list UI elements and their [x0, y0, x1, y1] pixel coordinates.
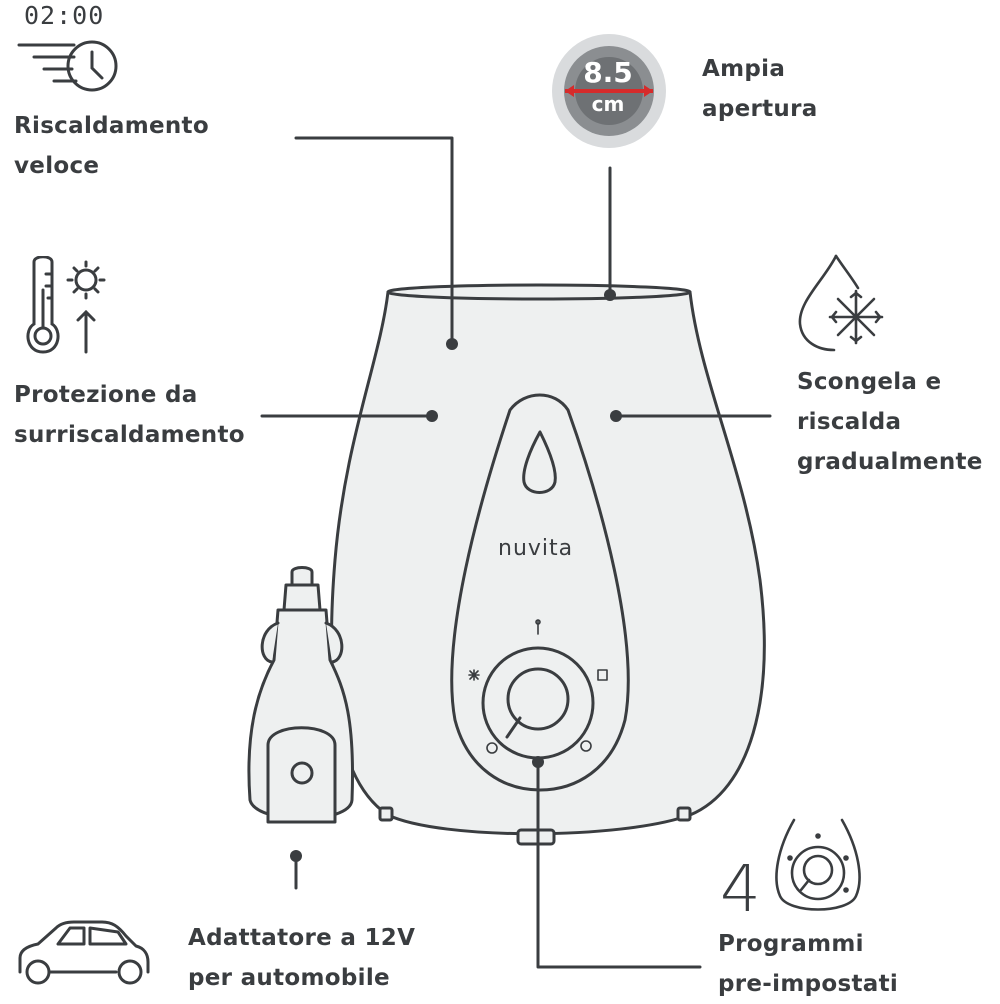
brand-logo: nuvita	[498, 536, 574, 561]
dial-pointer	[505, 716, 522, 739]
car-adapter-plug	[247, 566, 354, 824]
program-dial	[506, 667, 570, 731]
clock-display: 02:00	[24, 1, 105, 30]
opening-measure-unit: cm	[591, 92, 625, 116]
label-defrost: Scongela e riscalda gradualmente	[797, 369, 983, 475]
opening-measure-value: 8.5	[583, 56, 633, 89]
wide-opening-icon	[552, 34, 666, 148]
label-car-adapter: Adattatore a 12V per automobile	[188, 925, 416, 991]
clock-speed-icon	[17, 40, 118, 92]
control-panel	[450, 393, 630, 792]
top-opening-rim	[386, 283, 692, 301]
thermometer-sun-icon	[26, 256, 106, 354]
car-icon	[18, 920, 150, 985]
label-programs: Programmi pre-impostati	[718, 931, 899, 997]
dial-icon	[775, 818, 861, 911]
snowflake-drop-icon	[798, 254, 884, 352]
programs-count: 4	[720, 853, 761, 927]
label-fast-heating: Riscaldamento veloce	[14, 113, 209, 179]
status-light	[522, 430, 557, 494]
leader-programs	[536, 760, 702, 969]
label-overheat-protection: Protezione da surriscaldamento	[14, 382, 245, 448]
label-wide-opening: Ampia apertura	[702, 56, 818, 122]
leader-fast-heating	[294, 136, 454, 346]
